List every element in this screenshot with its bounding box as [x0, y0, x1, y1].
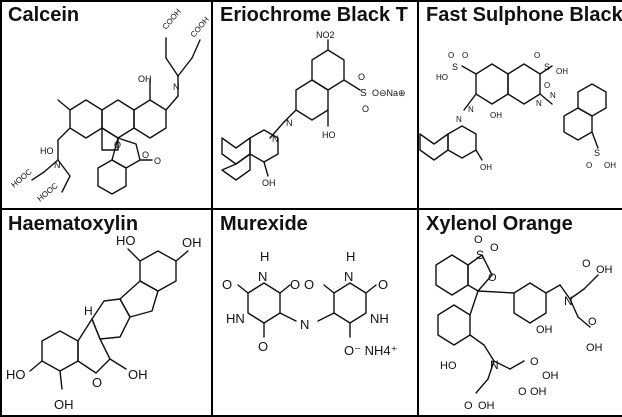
- fsbf-label-n-4: N: [550, 91, 556, 100]
- fsbf-label-s-bottom: S: [594, 148, 600, 158]
- xo-label-o-8: O: [464, 400, 473, 412]
- calcein-label-cooh-1: COOH: [161, 7, 183, 31]
- murexide-label-o-3: O: [304, 277, 314, 292]
- panel-haematoxylin: Haematoxylin HO OH H OH HO OH O: [0, 209, 212, 417]
- xo-label-n-1: N: [564, 294, 573, 308]
- eriochrome-black-t-structure: NO2 N N S O O O⊖Na⊕ OH HO: [221, 30, 406, 188]
- xo-label-o-2: O: [474, 234, 483, 246]
- murexide-label-n-1: N: [258, 269, 267, 284]
- murexide-label-o-minus-ammonium: O⁻ NH4⁺: [344, 343, 397, 358]
- panel-title: Haematoxylin: [8, 213, 139, 235]
- ebt-label-oh: OH: [262, 178, 276, 188]
- panel-calcein: Calcein COOH: [0, 0, 212, 209]
- fsbf-label-o-2: O: [462, 51, 468, 60]
- fsbf-label-n-1: N: [456, 115, 462, 124]
- murexide-label-o-1: O: [222, 277, 232, 292]
- xo-label-n-2: N: [490, 358, 499, 372]
- ebt-label-o-1: O: [358, 72, 365, 82]
- ebt-label-ho: HO: [322, 130, 336, 140]
- fast-sulphone-black-f-structure: HO S O O O S O OH N N OH N N OH S O OH: [419, 51, 616, 172]
- fsbf-label-n-2: N: [468, 105, 474, 114]
- haem-label-o: O: [92, 375, 102, 390]
- calcein-label-n-top: N: [173, 82, 180, 92]
- calcein-structure: COOH COOH OH N O O O HO N HOOC HOOC: [10, 7, 212, 204]
- ebt-label-o-2: O: [362, 104, 369, 114]
- ebt-label-no2: NO2: [316, 30, 335, 40]
- haem-label-oh-bottom: OH: [54, 397, 74, 412]
- haem-label-oh-mid: OH: [128, 367, 148, 382]
- panel-title: Xylenol Orange: [426, 213, 573, 235]
- xo-label-o-4: O: [582, 258, 591, 270]
- panel-title: Fast Sulphone Black F: [426, 4, 622, 26]
- xylenol-orange-structure: S O O O O OH N OH O OH HO O OH N O OH O …: [435, 234, 613, 412]
- fsbf-label-oh-1: OH: [556, 67, 568, 76]
- murexide-label-o-5: O: [378, 277, 388, 292]
- calcein-label-n-bottom: N: [54, 160, 61, 170]
- fsbf-label-o-3: O: [534, 51, 540, 60]
- calcein-label-oh: OH: [138, 74, 152, 84]
- xo-label-o-1: O: [490, 242, 499, 254]
- fsbf-label-ho: HO: [436, 73, 448, 82]
- fsbf-label-o-4: O: [544, 81, 550, 90]
- xo-label-oh-1: OH: [596, 264, 613, 276]
- calcein-label-cooh-2: COOH: [189, 15, 211, 39]
- murexide-label-h-2: H: [346, 249, 355, 264]
- haem-label-h: H: [84, 304, 93, 318]
- fsbf-label-oh-4: OH: [604, 161, 616, 170]
- ebt-label-n-1: N: [286, 118, 293, 128]
- ebt-label-s: S: [360, 88, 367, 99]
- murexide-label-nh: NH: [370, 311, 389, 326]
- murexide-label-o-4: O: [258, 339, 268, 354]
- panel-murexide: Murexide H N O O O HN O N H N O NH O O⁻ …: [212, 209, 418, 417]
- panel-title: Calcein: [8, 4, 80, 26]
- xo-label-oh-5: OH: [530, 386, 547, 398]
- fsbf-label-s-right: S: [544, 62, 550, 72]
- fsbf-label-o-5: O: [586, 161, 592, 170]
- calcein-label-hooc-1: HOOC: [10, 167, 34, 189]
- xo-label-oh-4: OH: [542, 370, 559, 382]
- fsbf-label-o-1: O: [448, 51, 454, 60]
- xo-label-ho: HO: [440, 360, 457, 372]
- haem-label-ho-top: HO: [116, 233, 136, 248]
- fsbf-label-oh-2: OH: [490, 111, 502, 120]
- murexide-label-o-2: O: [290, 277, 300, 292]
- panel-title: Murexide: [220, 213, 308, 235]
- murexide-label-hn: HN: [226, 311, 245, 326]
- murexide-label-n-2: N: [344, 269, 353, 284]
- xo-label-o-7: O: [518, 386, 527, 398]
- panel-title: Eriochrome Black T: [220, 4, 408, 26]
- murexide-label-n-bridge: N: [300, 317, 309, 332]
- panel-eriochrome-black-t: Eriochrome Black T NO2 N N S O O O⊖Na⊕ O…: [212, 0, 418, 209]
- murexide-label-h-1: H: [260, 249, 269, 264]
- panel-xylenol-orange: Xylenol Orange S O O O O OH: [418, 209, 622, 417]
- xo-label-o-6: O: [530, 356, 539, 368]
- haematoxylin-structure: HO OH H OH HO OH O: [6, 233, 202, 412]
- xo-label-oh-3: OH: [586, 342, 603, 354]
- xo-label-s: S: [476, 248, 484, 262]
- haem-label-ho-left: HO: [6, 367, 26, 382]
- calcein-label-o-lactone: O: [142, 150, 149, 160]
- ebt-label-o-na: O⊖Na⊕: [372, 88, 406, 98]
- calcein-label-ho: HO: [40, 146, 54, 156]
- panel-fast-sulphone-black-f: Fast Sulphone Black F HO S O O O S O OH: [418, 0, 622, 209]
- xo-label-oh-6: OH: [478, 400, 495, 412]
- murexide-structure: H N O O O HN O N H N O NH O O⁻ NH4⁺: [222, 249, 397, 358]
- fsbf-label-n-3: N: [536, 99, 542, 108]
- calcein-label-hooc-2: HOOC: [36, 181, 60, 203]
- fsbf-label-oh-3: OH: [480, 163, 492, 172]
- fsbf-label-s-left: S: [452, 62, 458, 72]
- calcein-label-o-ring: O: [114, 140, 121, 150]
- xo-label-o-3: O: [488, 272, 497, 284]
- ebt-label-n-2: N: [272, 134, 279, 144]
- xo-label-o-5: O: [588, 316, 597, 328]
- xo-label-oh-2: OH: [536, 324, 553, 336]
- calcein-label-o-carbonyl: O: [154, 156, 161, 166]
- haem-label-oh-top: OH: [182, 235, 202, 250]
